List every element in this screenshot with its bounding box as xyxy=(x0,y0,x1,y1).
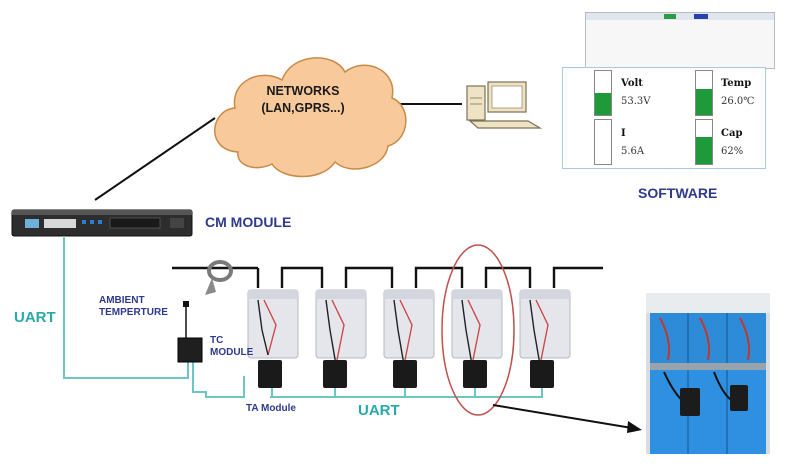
ta-module-box xyxy=(393,360,417,388)
ta-modules xyxy=(258,360,554,388)
network-cloud xyxy=(214,57,407,178)
battery-bus xyxy=(172,266,603,288)
ambient-label-line2: TEMPERTURE xyxy=(99,307,168,318)
legend-swatch-blue xyxy=(694,14,708,19)
gauge-temp-tube xyxy=(695,70,713,116)
cloud-label: NETWORKS (LAN,GPRS...) xyxy=(228,83,378,117)
callout-arrow xyxy=(492,404,642,433)
tc-module-label: TC MODULE xyxy=(210,335,253,359)
installation-photo xyxy=(646,293,770,454)
ambient-sensor xyxy=(183,301,189,338)
cm-module-label: CM MODULE xyxy=(205,214,292,230)
gauge-current-tube xyxy=(594,119,612,165)
gauge-temp-name: Temp xyxy=(721,78,752,89)
ambient-label-line1: AMBIENT xyxy=(99,295,145,306)
battery-cell xyxy=(519,289,571,366)
ambient-temperature-label: AMBIENT TEMPERTURE xyxy=(99,295,168,319)
gauge-cap-value: 62% xyxy=(721,146,744,157)
uart-label-left: UART xyxy=(14,309,56,326)
software-label: SOFTWARE xyxy=(638,185,718,201)
ta-module-box xyxy=(258,360,282,388)
ta-module-box xyxy=(530,360,554,388)
highlight-ellipse xyxy=(441,244,515,416)
computer-icon xyxy=(466,81,543,129)
legend-swatch-green xyxy=(664,14,676,19)
battery-cell xyxy=(247,289,299,359)
uart-label-bottom: UART xyxy=(358,402,400,419)
gauge-cap-name: Cap xyxy=(721,128,743,139)
current-clamp-sensor xyxy=(205,260,233,295)
ta-module-box xyxy=(463,360,487,388)
gauge-temp-value: 26.0℃ xyxy=(721,96,755,107)
tc-label-line1: TC xyxy=(210,335,224,346)
ta-module-label: TA Module xyxy=(246,403,296,414)
cloud-label-line1: NETWORKS xyxy=(266,84,340,98)
battery-cell xyxy=(315,289,367,366)
gauge-volt-value: 53.3V xyxy=(621,96,651,107)
cm-module-device xyxy=(11,209,193,237)
cloud-label-line2: (LAN,GPRS...) xyxy=(261,101,345,115)
tc-module-box xyxy=(177,337,203,363)
gauge-volt-fill xyxy=(595,93,611,115)
cm-to-network-line xyxy=(94,117,216,201)
uart-wiring xyxy=(63,236,543,398)
software-window-header xyxy=(586,13,774,20)
gauge-temp-fill xyxy=(696,89,712,115)
gauge-current-value: 5.6A xyxy=(621,146,645,157)
battery-cell xyxy=(451,289,503,366)
gauge-current-name: I xyxy=(621,128,626,139)
gauge-cap-tube xyxy=(695,119,713,165)
gauge-cap-fill xyxy=(696,137,712,164)
gauge-volt-name: Volt xyxy=(621,78,643,89)
battery-cells xyxy=(247,289,571,366)
ta-module-box xyxy=(323,360,347,388)
tc-label-line2: MODULE xyxy=(210,347,254,358)
battery-cell xyxy=(383,289,435,366)
software-window xyxy=(585,12,775,69)
gauge-volt-tube xyxy=(594,70,612,116)
